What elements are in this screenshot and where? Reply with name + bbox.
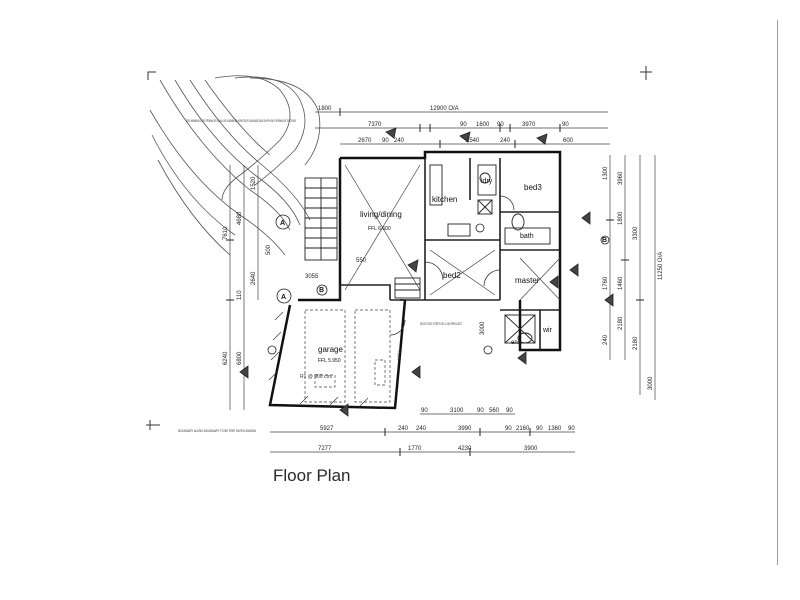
dim-bottom2-4: 90	[505, 426, 512, 432]
label-bath: bath	[520, 233, 534, 240]
dim-top2-2: 240	[394, 138, 405, 144]
dim-right-7: 2180	[633, 336, 639, 350]
label-bed3: bed3	[524, 183, 542, 192]
section-marker-letters: A A B B	[280, 220, 607, 301]
fixtures	[429, 164, 551, 344]
dim-bottom3-3: 3900	[524, 446, 538, 452]
dim-bottom2-3: 3990	[458, 426, 472, 432]
label-garage: garage	[318, 345, 343, 354]
room-labels: living/dining FFL 6.600 kitchen ldry bed…	[318, 178, 553, 364]
dim-top2-4: 240	[500, 138, 511, 144]
dim-right-9: 1460	[618, 276, 624, 290]
dim-left-4: 110	[237, 290, 243, 300]
dim-bottom2-7: 1360	[548, 426, 562, 432]
dim-top-3: 1600	[476, 122, 490, 128]
dim-bottom3-2: 4230	[458, 446, 472, 452]
page-edge-line	[777, 20, 778, 565]
dim-misc-1: 550	[356, 258, 367, 264]
dim-overall-depth: 11250 O/A	[658, 252, 664, 280]
section-marker-3: B	[602, 237, 607, 244]
dim-misc-3: 500	[266, 244, 272, 255]
section-marker-0: A	[280, 220, 285, 227]
note-wall: WALL	[396, 348, 401, 360]
dim-bottom2-0: 5927	[320, 426, 334, 432]
dim-top-0: 1800	[318, 106, 332, 112]
dim-bottom1-2: 90	[477, 408, 484, 414]
dim-right-8: 240	[603, 334, 609, 345]
dim-top2-1: 90	[382, 138, 389, 144]
dim-bottom3-0: 7277	[318, 446, 332, 452]
dim-right-4: 1760	[603, 276, 609, 290]
dimension-labels: 12900 O/A 1800 7370 90 1600 90 3970 90 2…	[305, 106, 575, 452]
dim-top-2: 90	[460, 122, 467, 128]
dim-bottom1-1: 3100	[450, 408, 464, 414]
label-living: living/dining	[360, 210, 402, 219]
dim-overall-width: 12900 O/A	[430, 106, 459, 112]
dim-right-5: 2180	[618, 316, 624, 330]
vertical-dimension-labels: 7610 4680 1520 2640 110 6240 6800 11250 …	[223, 166, 664, 390]
label-wir: wir	[542, 327, 553, 334]
dim-top2-3: 2540	[466, 138, 480, 144]
dim-misc-2: 3000	[480, 321, 486, 335]
dim-bottom2-1: 240	[398, 426, 409, 432]
label-ldry: ldry	[481, 178, 493, 185]
dim-left-5: 6240	[223, 351, 229, 365]
note-boundary: BOUNDARY ALONG BOUNDARY TO BE FIRE RATED…	[178, 428, 257, 433]
dim-left-2: 1520	[251, 176, 257, 190]
stair-treads	[304, 177, 421, 299]
dim-bottom3-1: 1770	[408, 446, 422, 452]
dim-top-4: 90	[497, 122, 504, 128]
dim-right-2: 1800	[618, 211, 624, 225]
interior-walls	[339, 158, 560, 350]
dim-bottom1-0: 90	[421, 408, 428, 414]
dimension-ticks	[226, 108, 644, 456]
dim-left-3: 2640	[251, 271, 257, 285]
dim-left-6: 6800	[237, 351, 243, 365]
dim-bottom2-2: 240	[416, 426, 427, 432]
elevation-markers	[239, 127, 614, 417]
dim-bottom1-3: 560	[489, 408, 500, 414]
label-living-ffl: FFL 6.600	[368, 226, 391, 232]
note-cont: R1 @ 900 ctrs	[300, 374, 333, 380]
dim-top-5: 3970	[522, 122, 536, 128]
dim-bottom2-8: 90	[568, 426, 575, 432]
dim-right-6: 3000	[648, 376, 654, 390]
dimension-lines	[229, 111, 656, 453]
dim-top2-0: 2670	[358, 138, 372, 144]
section-marker-2: B	[319, 287, 324, 294]
room-cross-lines	[344, 164, 561, 301]
car-bays	[304, 309, 391, 403]
plan-caption: Floor Plan	[273, 466, 351, 485]
contour-lines	[149, 75, 321, 256]
label-garage-ffl: FFL 5.950	[318, 358, 341, 364]
dim-top-1: 7370	[368, 122, 382, 128]
dim-top2-5: 600	[563, 138, 574, 144]
door-swings	[389, 195, 515, 336]
dim-misc-0: 3055	[305, 274, 319, 280]
dim-left-1: 4680	[237, 211, 243, 225]
dim-right-3: 3300	[633, 226, 639, 240]
crop-marks	[146, 66, 652, 430]
dim-bottom2-6: 90	[536, 426, 543, 432]
note-stair: SELECTED STEPS 90 x 240 PRECAST	[420, 321, 462, 326]
note-corner: 2000 MINIMUM LESS SPRINKLER SHALL BE A M…	[186, 118, 296, 123]
dim-bottom2-5: 2160	[516, 426, 530, 432]
annotation-notes: 2000 MINIMUM LESS SPRINKLER SHALL BE A M…	[178, 118, 462, 433]
dim-left-0: 7610	[223, 226, 229, 240]
dim-bottom1-4: 90	[506, 408, 513, 414]
label-bed2: bed2	[443, 271, 461, 280]
label-ens: ens	[511, 340, 521, 346]
section-marker-1: A	[281, 294, 286, 301]
dim-right-1: 1300	[603, 166, 609, 180]
dim-top-6: 90	[562, 122, 569, 128]
label-kitchen: kitchen	[432, 195, 457, 204]
dim-right-0: 3960	[618, 171, 624, 185]
label-master: master	[515, 276, 540, 285]
